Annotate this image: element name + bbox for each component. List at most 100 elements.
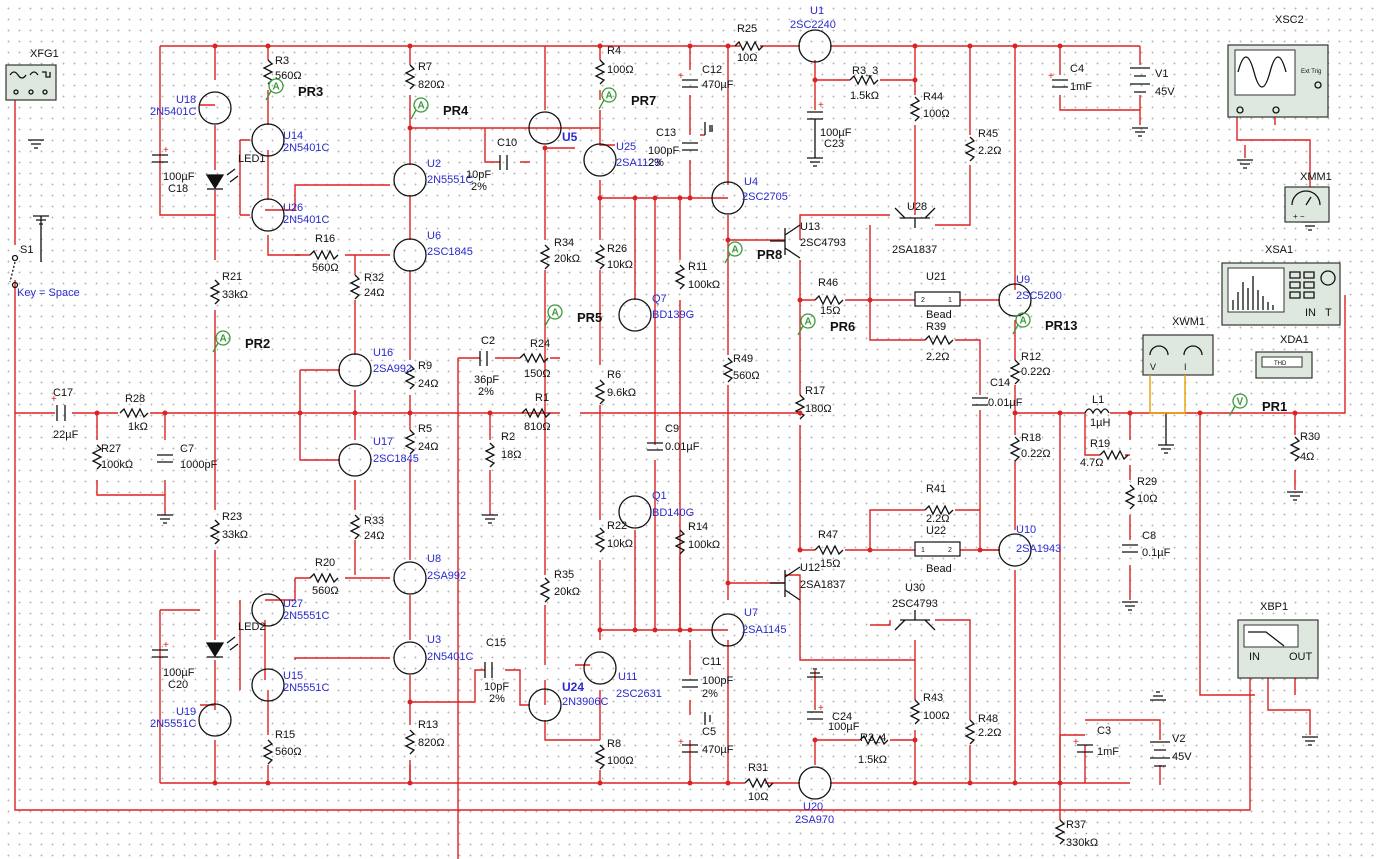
- component-label: 15Ω: [820, 558, 840, 570]
- svg-text:+: +: [51, 394, 57, 405]
- component-label: R1: [535, 392, 549, 404]
- component-label: U10: [1016, 524, 1036, 536]
- component-label: C23: [824, 138, 844, 150]
- probe-label: PR4: [443, 103, 469, 118]
- component-label: 24Ω: [364, 530, 384, 542]
- component-label: 180Ω: [805, 403, 832, 415]
- component-label: 33kΩ: [222, 529, 248, 541]
- component-label: U9: [1016, 274, 1030, 286]
- component-label: 100µF: [828, 721, 860, 733]
- component-label: 1mF: [1070, 81, 1092, 93]
- component-label: C10: [497, 137, 517, 149]
- svg-text:V: V: [1237, 397, 1244, 408]
- instrument-label-xwm1: XWM1: [1172, 316, 1205, 328]
- component-label: R37: [1066, 819, 1086, 831]
- svg-text:A: A: [552, 308, 559, 319]
- component-label: 100kΩ: [688, 539, 720, 551]
- component-label: 2SC2631: [616, 688, 662, 700]
- component-label: 2SC1845: [427, 246, 473, 258]
- component-label: 10Ω: [748, 791, 768, 803]
- instrument-xsc2[interactable]: Ext Trig: [1227, 44, 1329, 118]
- component-label: 100µF: [820, 127, 852, 139]
- component-label: 15Ω: [820, 305, 840, 317]
- component-label: R3_4: [860, 732, 886, 744]
- component-label: 1µH: [1090, 417, 1110, 429]
- component-label: 1.5kΩ: [850, 90, 879, 102]
- instrument-label-xsc2: XSC2: [1275, 14, 1304, 26]
- component-label: U7: [744, 607, 758, 619]
- component-label: 2N5401C: [427, 651, 474, 663]
- component-label: 10pF: [466, 169, 491, 181]
- component-label: 4.7Ω: [1080, 457, 1104, 469]
- probe-label: PR3: [298, 84, 323, 99]
- probe-icon: [1232, 393, 1248, 409]
- component-label: R24: [530, 338, 550, 350]
- component-label: U4: [744, 176, 758, 188]
- component-label: C24: [832, 711, 852, 723]
- component-label: 330kΩ: [1066, 837, 1098, 849]
- component-label: Q7: [652, 293, 667, 305]
- component-label: 10kΩ: [607, 538, 633, 550]
- component-label: 10kΩ: [607, 259, 633, 271]
- svg-text:A: A: [418, 101, 425, 112]
- component-label: U30: [905, 582, 925, 594]
- component-label: R3: [275, 55, 289, 67]
- instrument-xda1[interactable]: THD: [1255, 351, 1313, 379]
- probe-pr1[interactable]: V PR1: [1229, 393, 1287, 416]
- component-label: R3_3: [852, 65, 878, 77]
- instrument-xfg1[interactable]: [5, 64, 57, 101]
- component-label: U16: [373, 347, 393, 359]
- component-label: R15: [275, 729, 295, 741]
- svg-text:A: A: [606, 91, 613, 102]
- component-label: 20kΩ: [554, 586, 580, 598]
- component-label: R45: [978, 128, 998, 140]
- component-label: R48: [978, 713, 998, 725]
- component-label: 2SC2705: [742, 191, 788, 203]
- component-label: R22: [607, 520, 627, 532]
- component-label: C7: [180, 443, 194, 455]
- component-label: R18: [1021, 432, 1041, 444]
- component-label: V1: [1155, 68, 1168, 80]
- component-label: 2%: [478, 386, 494, 398]
- component-label: 100kΩ: [101, 459, 133, 471]
- component-label: R23: [222, 511, 242, 523]
- svg-text:+: +: [818, 703, 824, 714]
- component-label: U2: [427, 158, 441, 170]
- probe-pr4[interactable]: A PR4: [410, 97, 469, 120]
- component-label: BD140G: [652, 507, 694, 519]
- probe-icon: [1015, 312, 1031, 328]
- component-label: R21: [222, 271, 242, 283]
- svg-text:+: +: [163, 640, 169, 651]
- probe-label: PR6: [830, 319, 855, 334]
- probe-label: PR1: [1262, 399, 1287, 414]
- component-label: 2N3906C: [562, 696, 609, 708]
- svg-text:+: +: [818, 100, 824, 111]
- svg-text:1: 1: [948, 297, 952, 304]
- component-label: R44: [923, 91, 943, 103]
- component-label: 810Ω: [524, 421, 551, 433]
- component-label: 2SA1123: [616, 157, 660, 169]
- component-label: R4: [607, 45, 621, 57]
- svg-text:OUT: OUT: [1289, 651, 1313, 663]
- component-label: 2.2Ω: [926, 513, 950, 525]
- component-label: U27: [283, 598, 303, 610]
- component-label: 2SC2240: [790, 19, 836, 31]
- component-label: 0.01µF: [988, 397, 1023, 409]
- component-label: 2N5401C: [283, 142, 330, 154]
- component-label: C13: [656, 127, 676, 139]
- component-label: U11: [618, 671, 637, 683]
- component-label-bold: U24: [562, 680, 584, 694]
- component-label: R41: [926, 483, 946, 495]
- instrument-xmm1[interactable]: + −: [1284, 186, 1330, 223]
